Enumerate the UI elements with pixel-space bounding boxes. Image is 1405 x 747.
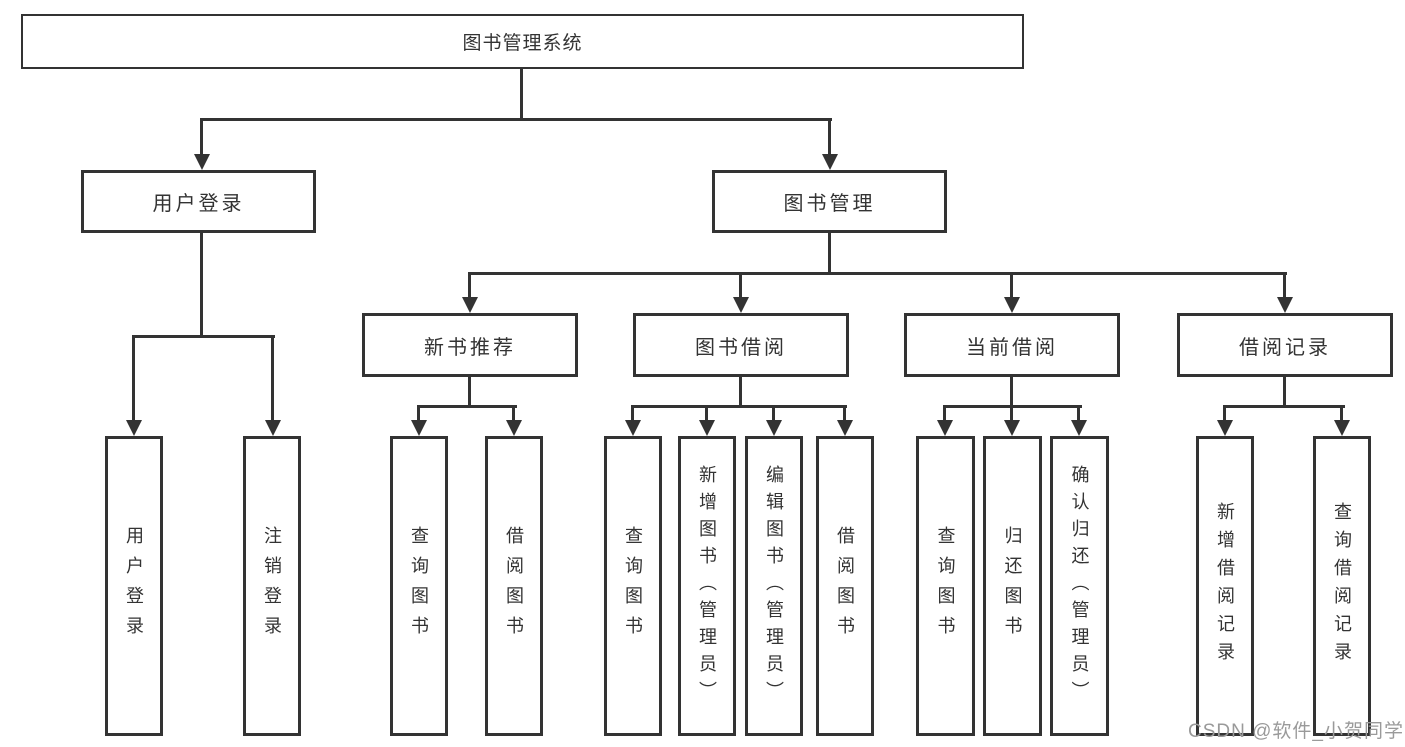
- connector-user-login-drop: [200, 233, 203, 335]
- node-label: 图书管理: [783, 193, 876, 215]
- arrowhead-down-icon: [822, 154, 838, 170]
- connector-leaf-stub: [417, 405, 420, 420]
- arrowhead-down-icon: [625, 420, 641, 436]
- connector-borrowing-records-rail: [1223, 405, 1345, 408]
- leaf-borrow-books-1: 借阅图书: [485, 436, 543, 736]
- leaf-query-borrow-record: 查询借阅记录: [1313, 436, 1371, 736]
- node-book-management: 图书管理: [712, 170, 947, 233]
- connector-leaf-stub: [1010, 405, 1013, 420]
- arrowhead-down-icon: [837, 420, 853, 436]
- connector-to-user-login: [200, 118, 203, 154]
- node-label: 新书推荐: [424, 336, 516, 359]
- leaf-add-borrow-record: 新增借阅记录: [1196, 436, 1254, 736]
- leaf-query-books-2: 查询图书: [604, 436, 662, 736]
- arrowhead-down-icon: [506, 420, 522, 436]
- arrowhead-down-icon: [1004, 297, 1020, 313]
- arrowhead-down-icon: [462, 297, 478, 313]
- leaf-return-books: 归还图书: [983, 436, 1042, 736]
- connector-to-book-borrowing: [739, 272, 742, 297]
- connector-book-borrowing-rail: [631, 405, 847, 408]
- connector-to-leaf-logout: [271, 335, 274, 420]
- connector-leaf-stub: [705, 405, 708, 420]
- leaf-edit-book-admin: 编辑图书（管理员）: [745, 436, 803, 736]
- connector-new-book-rail: [417, 405, 517, 408]
- node-current-borrowing: 当前借阅: [904, 313, 1120, 377]
- leaf-query-books-3: 查询图书: [916, 436, 975, 736]
- arrowhead-down-icon: [1217, 420, 1233, 436]
- arrowhead-down-icon: [699, 420, 715, 436]
- node-label: 当前借阅: [966, 336, 1058, 359]
- connector-leaf-stub: [512, 405, 515, 420]
- connector-root-drop: [520, 69, 523, 118]
- leaf-label: 归还图书: [1002, 526, 1023, 646]
- connector-book-management-drop: [828, 233, 831, 272]
- connector-borrowing-records-drop: [1283, 377, 1286, 405]
- leaf-label: 查询借阅记录: [1332, 502, 1352, 670]
- leaf-label: 借阅图书: [504, 526, 524, 646]
- node-library-system: 图书管理系统: [21, 14, 1024, 69]
- leaf-label: 查询图书: [409, 526, 429, 646]
- leaf-label: 用户登录: [124, 526, 144, 646]
- leaf-logout: 注销登录: [243, 436, 301, 736]
- connector-book-borrowing-drop: [739, 377, 742, 405]
- node-new-book-recommend: 新书推荐: [362, 313, 578, 377]
- node-label: 图书借阅: [695, 336, 787, 359]
- arrowhead-down-icon: [766, 420, 782, 436]
- connector-to-book-management: [828, 118, 831, 154]
- leaf-borrow-books-2: 借阅图书: [816, 436, 874, 736]
- node-user-login: 用户登录: [81, 170, 316, 233]
- leaf-label: 查询图书: [623, 526, 643, 646]
- leaf-confirm-return-admin: 确认归还（管理员）: [1050, 436, 1109, 736]
- connector-to-borrowing-records: [1283, 272, 1286, 297]
- connector-to-new-book-recommend: [468, 272, 471, 297]
- connector-to-leaf-user-login: [132, 335, 135, 420]
- connector-leaf-stub: [772, 405, 775, 420]
- arrowhead-down-icon: [265, 420, 281, 436]
- node-label: 用户登录: [152, 193, 245, 215]
- connector-level3-rail: [468, 272, 1287, 275]
- leaf-add-book-admin: 新增图书（管理员）: [678, 436, 736, 736]
- connector-leaf-stub: [843, 405, 846, 420]
- node-label: 图书管理系统: [462, 33, 583, 54]
- arrowhead-down-icon: [1334, 420, 1350, 436]
- arrowhead-down-icon: [126, 420, 142, 436]
- leaf-label: 查询图书: [935, 526, 956, 646]
- leaf-user-login: 用户登录: [105, 436, 163, 736]
- node-borrowing-records: 借阅记录: [1177, 313, 1393, 377]
- leaf-query-books-1: 查询图书: [390, 436, 448, 736]
- leaf-label: 借阅图书: [835, 526, 855, 646]
- connector-leaf-stub: [1340, 405, 1343, 420]
- arrowhead-down-icon: [1071, 420, 1087, 436]
- connector-to-current-borrowing: [1010, 272, 1013, 297]
- node-label: 借阅记录: [1239, 336, 1331, 359]
- leaf-label: 新增借阅记录: [1215, 502, 1235, 670]
- connector-user-login-rail: [132, 335, 275, 338]
- connector-leaf-stub: [1223, 405, 1226, 420]
- arrowhead-down-icon: [1004, 420, 1020, 436]
- connector-leaf-stub: [943, 405, 946, 420]
- leaf-label: 注销登录: [262, 526, 282, 646]
- node-book-borrowing: 图书借阅: [633, 313, 849, 377]
- leaf-label: 新增图书（管理员）: [697, 464, 717, 708]
- arrowhead-down-icon: [1277, 297, 1293, 313]
- arrowhead-down-icon: [194, 154, 210, 170]
- leaf-label: 编辑图书（管理员）: [764, 464, 784, 708]
- connector-level2-rail: [200, 118, 832, 121]
- csdn-watermark: CSDN @软件_小贺同学: [1188, 721, 1404, 742]
- connector-current-borrowing-drop: [1010, 377, 1013, 405]
- arrowhead-down-icon: [733, 297, 749, 313]
- leaf-label: 确认归还（管理员）: [1069, 464, 1090, 708]
- connector-leaf-stub: [631, 405, 634, 420]
- arrowhead-down-icon: [937, 420, 953, 436]
- connector-new-book-drop: [468, 377, 471, 405]
- arrowhead-down-icon: [411, 420, 427, 436]
- connector-leaf-stub: [1077, 405, 1080, 420]
